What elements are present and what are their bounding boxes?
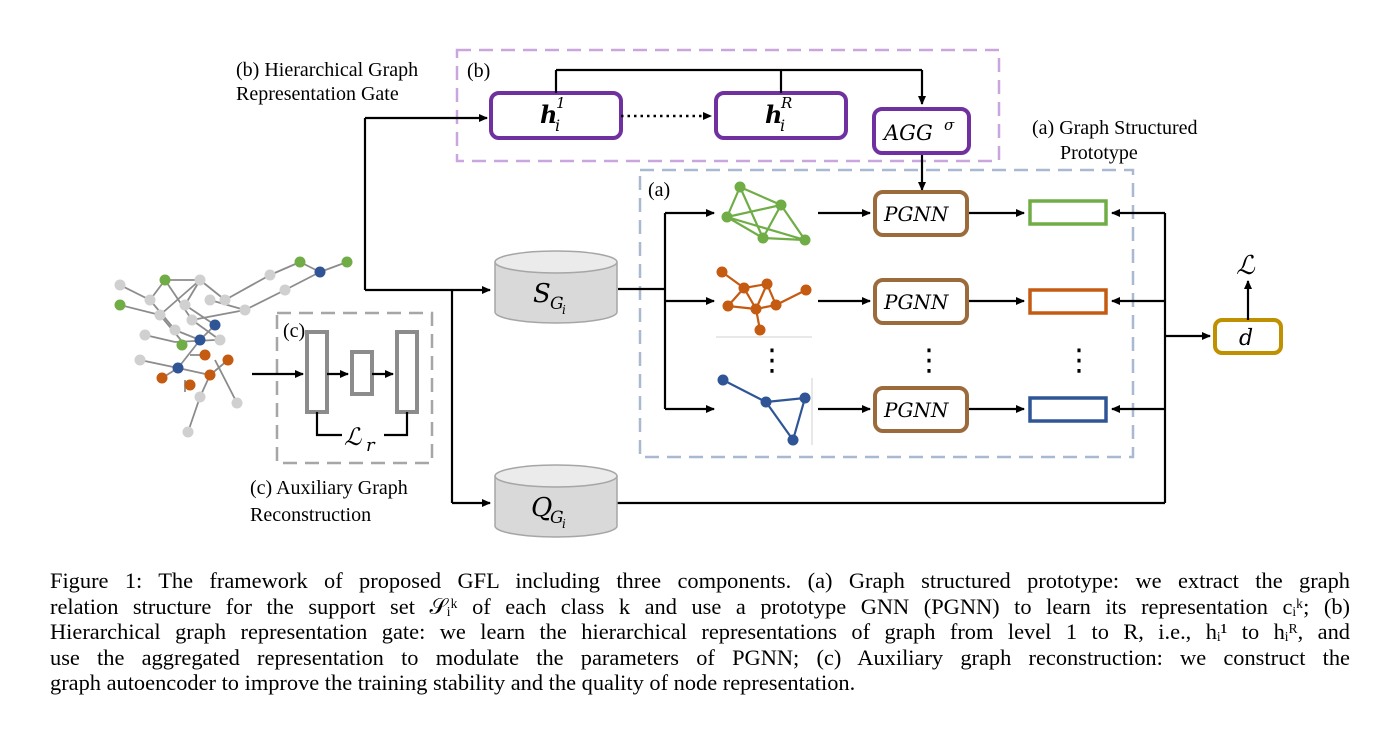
hier-gate-label-1: (b) Hierarchical Graph xyxy=(236,59,418,81)
prototype-vector-blue xyxy=(1028,396,1108,423)
distance-label: d xyxy=(1239,326,1253,351)
graph-proto-label-1: (a) Graph Structured xyxy=(1032,117,1198,139)
pgnn-box-2 xyxy=(873,278,969,325)
pgnn-label-3: PGNN xyxy=(883,398,950,422)
h1-sub: i xyxy=(555,116,560,135)
h1-h: h xyxy=(540,100,557,129)
reconstruction-region xyxy=(275,311,434,465)
recon-loss-symbol: ℒ xyxy=(344,423,362,451)
class-graph-green xyxy=(721,181,811,246)
prototype-vector-orange xyxy=(1028,288,1108,315)
hier-gate-label-2: Representation Gate xyxy=(236,83,399,105)
pgnn-box-3 xyxy=(873,386,969,433)
ae-latent-bar xyxy=(350,350,374,396)
hR-sub: i xyxy=(780,116,785,135)
caption-line-4: use the aggregated representation to mod… xyxy=(50,644,1350,670)
c-tag: (c) xyxy=(283,320,305,342)
pgnn-dots: ⋮ xyxy=(914,343,944,378)
caption-line-5: graph autoencoder to improve the trainin… xyxy=(50,670,856,695)
caption-line-2: relation structure for the support set 𝒮… xyxy=(50,593,1350,619)
query-set-symbol: Q xyxy=(531,493,552,523)
prototype-dots: ⋮ xyxy=(1064,343,1094,378)
hR-h: h xyxy=(765,100,782,129)
agg-sup: σ xyxy=(944,116,955,134)
main-connectors xyxy=(363,114,1211,507)
hier-gate-region xyxy=(455,48,1001,163)
b-tag: (b) xyxy=(467,60,490,82)
query-set-sub: G xyxy=(550,508,564,528)
figure-caption: Figure 1: The framework of proposed GFL … xyxy=(50,568,1350,696)
a-tag: (a) xyxy=(648,179,670,201)
hR-sup: R xyxy=(780,94,792,112)
support-set-cylinder: S G i xyxy=(494,250,618,324)
caption-line-1: Figure 1: The framework of proposed GFL … xyxy=(50,568,1350,593)
agg-box xyxy=(872,107,971,155)
graph-proto-label-2: Prototype xyxy=(1060,142,1138,164)
prototype-region xyxy=(638,168,1135,459)
recon-loss-sub: r xyxy=(366,435,376,456)
ae-decoder-bar xyxy=(395,330,419,414)
input-graph-nodes xyxy=(114,256,353,438)
aux-recon-label-1: (c) Auxiliary Graph xyxy=(250,477,408,499)
pgnn-label-2: PGNN xyxy=(883,290,950,314)
query-set-cylinder: Q G i xyxy=(494,464,618,538)
query-set-subsub: i xyxy=(562,517,566,531)
graph-to-pgnn-arrows xyxy=(818,209,1025,413)
h1-sup: 1 xyxy=(556,94,566,112)
class-graph-blue xyxy=(717,374,811,446)
pgnn-label-1: PGNN xyxy=(883,202,950,226)
framework-diagram: (b) Hierarchical Graph Representation Ga… xyxy=(114,48,1283,538)
graph-dots: ⋮ xyxy=(757,343,787,378)
aux-recon-label-2: Reconstruction xyxy=(250,504,371,526)
pgnn-box-1 xyxy=(873,190,969,237)
support-set-subsub: i xyxy=(562,303,566,317)
loss-label: ℒ xyxy=(1236,251,1256,281)
agg-label: AGG xyxy=(882,121,933,145)
caption-line-3: Hierarchical graph representation gate: … xyxy=(50,619,1350,644)
ae-encoder-bar xyxy=(305,330,329,414)
agg-connectors xyxy=(554,68,926,191)
prototype-vector-green xyxy=(1028,199,1108,226)
support-set-sub: G xyxy=(550,294,564,314)
class-graph-orange xyxy=(716,266,812,336)
support-set-symbol: S xyxy=(533,279,551,309)
